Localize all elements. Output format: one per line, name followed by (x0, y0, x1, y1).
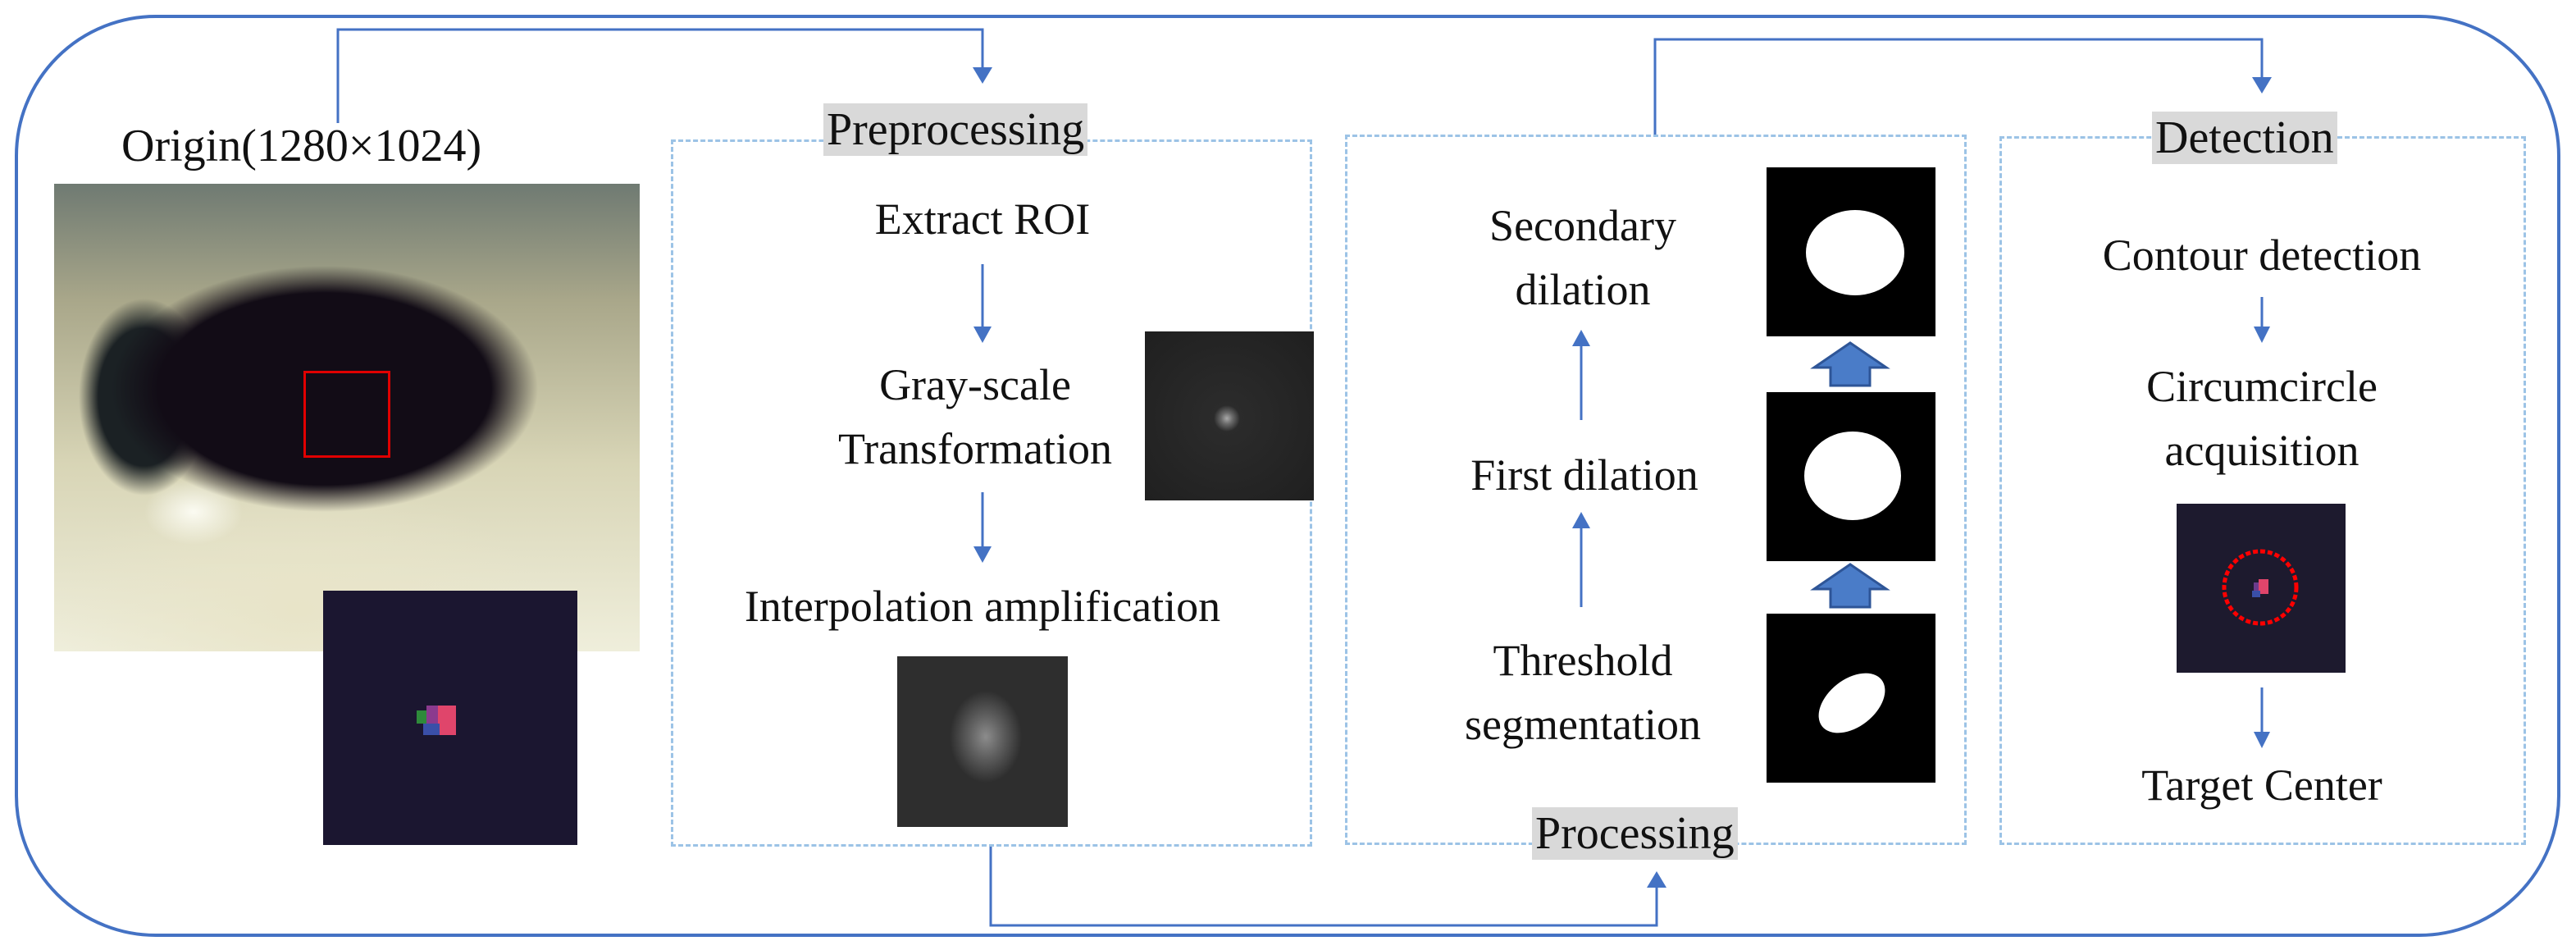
origin-label: Origin(1280×1024) (121, 121, 482, 171)
arrow-down-icon (2254, 732, 2270, 748)
arrow-up-icon (1572, 512, 1590, 528)
arrow-down-icon (2254, 327, 2270, 343)
interpolated-image (897, 656, 1068, 827)
step-circumcircle-acquisition: Circumcircle acquisition (2146, 362, 2378, 476)
circumcircle-icon (2222, 549, 2299, 626)
first-dilation-image (1767, 392, 1935, 561)
step-contour-detection: Contour detection (2102, 231, 2422, 280)
secondary-dilation-image (1767, 167, 1935, 336)
block-up-arrow-icon (1810, 563, 1890, 609)
connector-origin-to-preprocessing (336, 28, 984, 123)
grayscale-image (1145, 331, 1314, 500)
step-target-center: Target Center (2141, 760, 2382, 810)
arrow-down-icon (973, 327, 992, 343)
connector-processing-to-detection (1653, 38, 2264, 135)
origin-image (54, 184, 640, 651)
preprocessing-title: Preprocessing (823, 103, 1088, 156)
step-threshold-segmentation: Threshold segmentation (1465, 636, 1701, 750)
step-secondary-dilation: Secondary dilation (1489, 201, 1676, 315)
threshold-segmentation-image (1767, 614, 1935, 783)
roi-zoom-image (323, 591, 577, 845)
connector-preprocessing-to-processing (989, 845, 1658, 927)
target-center-image (2177, 504, 2346, 673)
arrowhead-preprocessing (973, 67, 992, 84)
roi-box (303, 371, 390, 458)
arrowhead-detection (2252, 77, 2272, 94)
step-interpolation-amplification: Interpolation amplification (744, 582, 1221, 631)
arrow-down-icon (973, 546, 992, 563)
step-grayscale-transformation: Gray-scale Transformation (838, 360, 1112, 474)
step-first-dilation: First dilation (1470, 450, 1698, 500)
step-extract-roi: Extract ROI (874, 194, 1091, 244)
arrowhead-processing (1647, 871, 1666, 888)
processing-title: Processing (1532, 807, 1738, 860)
arrow-up-icon (1572, 330, 1590, 346)
detection-title: Detection (2152, 112, 2337, 164)
outer-frame (15, 15, 2560, 937)
block-up-arrow-icon (1810, 341, 1890, 387)
